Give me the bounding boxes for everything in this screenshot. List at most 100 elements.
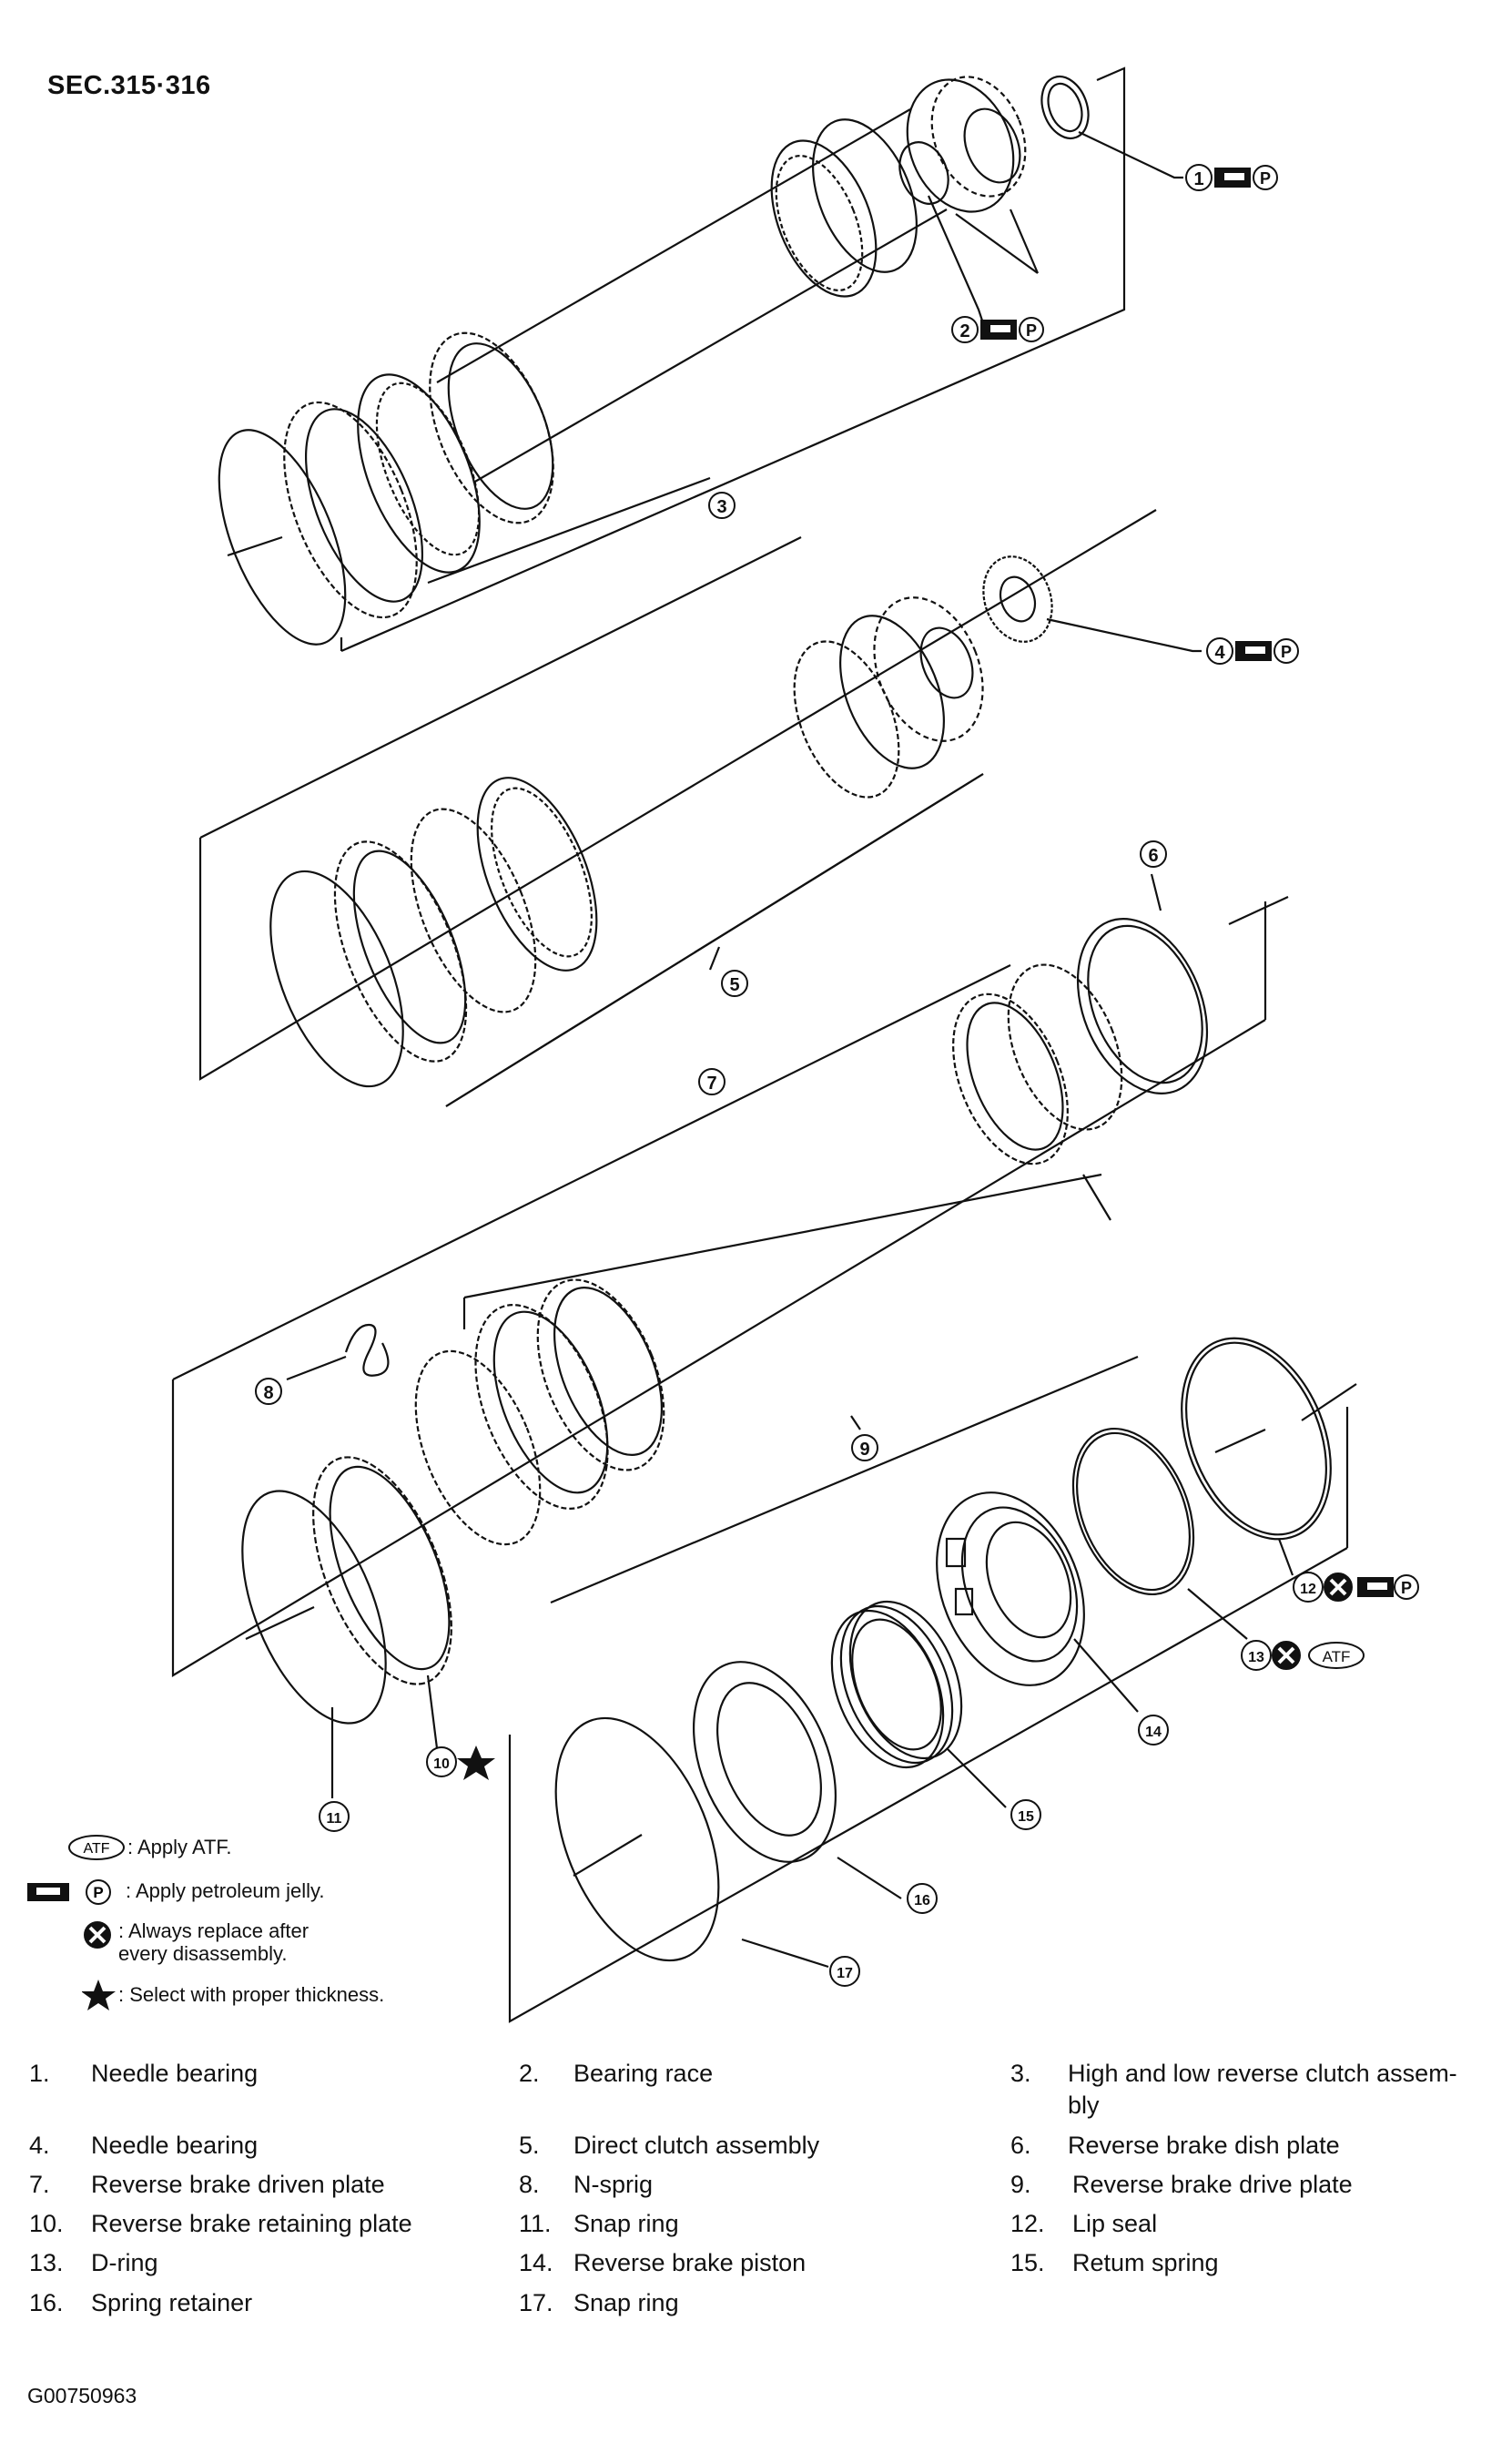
high-low-reverse-clutch-assembly-group bbox=[218, 66, 1183, 653]
legend-jelly-symbols: P bbox=[27, 1879, 111, 1905]
legend-text: : Apply ATF. bbox=[127, 1836, 232, 1859]
part-number: 9. bbox=[1010, 2171, 1031, 2198]
petroleum-jelly-icon: P bbox=[1274, 638, 1299, 664]
svg-text:13: 13 bbox=[1248, 1650, 1264, 1665]
svg-text:ATF: ATF bbox=[1323, 1648, 1351, 1665]
callout-3: 3 bbox=[708, 492, 736, 519]
callout-15: 15 bbox=[1010, 1799, 1041, 1830]
part-name: Retum spring bbox=[1072, 2249, 1219, 2276]
svg-text:P: P bbox=[1281, 643, 1292, 661]
replace-icon bbox=[1324, 1573, 1353, 1602]
reverse-brake-piston-group bbox=[508, 1337, 1357, 2023]
legend-row-star: : Select with proper thickness. bbox=[82, 1980, 384, 2010]
callout-7: 7 bbox=[698, 1068, 726, 1095]
svg-text:4: 4 bbox=[1214, 643, 1225, 663]
svg-text:16: 16 bbox=[914, 1893, 930, 1908]
svg-text:17: 17 bbox=[837, 1966, 853, 1981]
part-name: Direct clutch assembly bbox=[573, 2132, 820, 2159]
star-icon bbox=[457, 1746, 495, 1780]
part-name: Snap ring bbox=[573, 2289, 679, 2316]
direct-clutch-assembly-group bbox=[198, 509, 1202, 1107]
jelly-tube-icon bbox=[27, 1883, 69, 1901]
legend-text: : Always replace after every disassembly… bbox=[118, 1919, 310, 1966]
callout-17: 17 bbox=[829, 1956, 860, 1987]
callout-4: 4 P bbox=[1206, 637, 1299, 665]
svg-text:8: 8 bbox=[263, 1383, 273, 1403]
part-number: 10. bbox=[29, 2210, 64, 2237]
figure-code: G00750963 bbox=[27, 2384, 137, 2407]
petroleum-jelly-icon: P bbox=[86, 1879, 111, 1905]
part-name: Bearing race bbox=[573, 2060, 714, 2087]
svg-text:3: 3 bbox=[716, 497, 726, 517]
callout-13: 13 ATF bbox=[1241, 1640, 1365, 1671]
star-icon bbox=[82, 1980, 116, 2010]
part-name: Lip seal bbox=[1072, 2210, 1158, 2237]
part-number: 12. bbox=[1010, 2210, 1045, 2237]
part-name: Needle bearing bbox=[91, 2060, 259, 2087]
svg-text:P: P bbox=[1260, 169, 1271, 188]
jelly-tube-icon bbox=[1357, 1577, 1394, 1597]
replace-icon bbox=[84, 1921, 111, 1949]
jelly-tube-icon bbox=[980, 320, 1017, 340]
part-number: 7. bbox=[29, 2171, 50, 2198]
callout-10: 10 bbox=[426, 1746, 495, 1780]
svg-text:1: 1 bbox=[1193, 169, 1203, 189]
petroleum-jelly-icon: P bbox=[1253, 165, 1278, 190]
svg-text:5: 5 bbox=[729, 975, 739, 995]
part-number: 15. bbox=[1010, 2249, 1045, 2276]
jelly-tube-icon bbox=[1235, 641, 1272, 661]
callout-2: 2 P bbox=[951, 316, 1044, 343]
callout-5: 5 bbox=[721, 970, 748, 997]
petroleum-jelly-icon: P bbox=[1019, 317, 1044, 342]
legend-text: : Apply petroleum jelly. bbox=[126, 1879, 325, 1903]
part-name: Reverse brake retaining plate bbox=[91, 2210, 412, 2237]
svg-text:14: 14 bbox=[1145, 1725, 1162, 1740]
part-number: 3. bbox=[1010, 2060, 1031, 2087]
callout-9: 9 bbox=[851, 1434, 878, 1461]
part-name: High and low reverse clutch assem- bly bbox=[1068, 2060, 1457, 2120]
replace-icon bbox=[1272, 1641, 1301, 1670]
legend-text: : Select with proper thickness. bbox=[118, 1983, 385, 2007]
svg-text:P: P bbox=[93, 1884, 103, 1901]
legend-row-replace: : Always replace after every disassembly… bbox=[82, 1919, 309, 1970]
part-number: 5. bbox=[519, 2132, 540, 2159]
part-name: N-sprig bbox=[573, 2171, 654, 2198]
svg-text:2: 2 bbox=[959, 321, 969, 341]
callout-12: 12 P bbox=[1293, 1572, 1419, 1603]
part-number: 13. bbox=[29, 2249, 64, 2276]
part-number: 1. bbox=[29, 2060, 50, 2087]
svg-text:10: 10 bbox=[433, 1756, 450, 1772]
part-name: D-ring bbox=[91, 2249, 158, 2276]
svg-text:ATF: ATF bbox=[83, 1841, 109, 1857]
part-number: 8. bbox=[519, 2171, 540, 2198]
svg-text:9: 9 bbox=[859, 1440, 869, 1460]
part-name: Reverse brake driven plate bbox=[91, 2171, 385, 2198]
part-name: Snap ring bbox=[573, 2210, 679, 2237]
callout-16: 16 bbox=[907, 1883, 938, 1914]
part-name: Needle bearing bbox=[91, 2132, 259, 2159]
svg-text:P: P bbox=[1401, 1579, 1412, 1597]
part-name: Reverse brake piston bbox=[573, 2249, 807, 2276]
part-number: 2. bbox=[519, 2060, 540, 2087]
part-number: 14. bbox=[519, 2249, 553, 2276]
svg-text:11: 11 bbox=[327, 1811, 342, 1827]
part-name: Spring retainer bbox=[91, 2289, 253, 2316]
atf-icon: ATF bbox=[1308, 1642, 1365, 1669]
svg-text:P: P bbox=[1026, 321, 1037, 340]
atf-icon: ATF bbox=[68, 1835, 125, 1860]
legend-row-atf: ATF : Apply ATF. bbox=[64, 1832, 232, 1863]
reverse-brake-plates-group bbox=[171, 873, 1289, 1798]
svg-text:7: 7 bbox=[706, 1074, 716, 1094]
svg-text:12: 12 bbox=[1300, 1582, 1316, 1597]
part-number: 4. bbox=[29, 2132, 50, 2159]
callout-6: 6 bbox=[1140, 840, 1167, 868]
callout-11: 11 bbox=[319, 1801, 350, 1832]
part-name: Reverse brake dish plate bbox=[1068, 2132, 1340, 2159]
legend-row-petroleum-jelly: P : Apply petroleum jelly. bbox=[25, 1876, 324, 1907]
jelly-tube-icon bbox=[1214, 168, 1251, 188]
part-number: 16. bbox=[29, 2289, 64, 2316]
callout-1: 1 P bbox=[1185, 164, 1278, 191]
petroleum-jelly-icon: P bbox=[1394, 1574, 1419, 1600]
part-number: 17. bbox=[519, 2289, 553, 2316]
part-name: Reverse brake drive plate bbox=[1072, 2171, 1353, 2198]
